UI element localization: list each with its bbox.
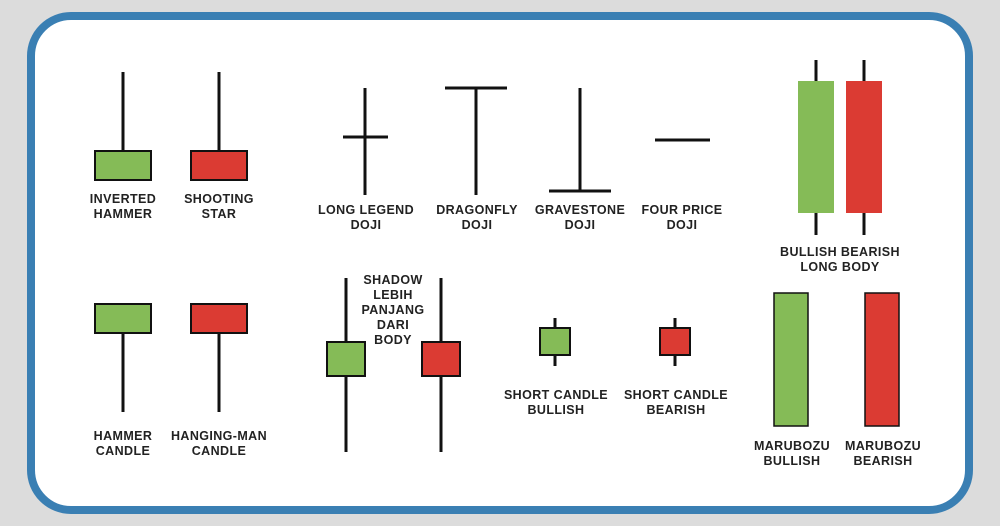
bearish-body: [846, 81, 882, 213]
label-line: MARUBOZU: [753, 439, 831, 453]
label-line: HAMMER: [93, 429, 153, 443]
label-line: DOJI: [666, 218, 698, 232]
label-line: SHORT CANDLE: [503, 388, 609, 402]
hammer-candle-label: HAMMER CANDLE: [94, 429, 153, 459]
bearish-body: [190, 150, 248, 181]
inverted-hammer-candle: [94, 72, 152, 181]
label-line: CANDLE: [95, 444, 151, 458]
short-candle-bullish: [539, 318, 571, 366]
label-line: MARUBOZU: [844, 439, 922, 453]
gravestone-doji-label: GRAVESTONE DOJI: [535, 203, 625, 233]
label-line: GRAVESTONE: [534, 203, 626, 217]
bullish-body: [94, 303, 152, 334]
label-line: LEBIH: [373, 288, 413, 302]
long-legend-doji-candle: [343, 88, 388, 195]
label-line: DARI: [376, 318, 410, 332]
gravestone-doji-candle: [549, 88, 611, 193]
label-line: BULLISH: [527, 403, 585, 417]
marubozu-bullish-candle: [773, 292, 809, 427]
label-line: LONG BODY: [800, 260, 880, 274]
bearish-body: [190, 303, 248, 334]
bullish-long-body-candle: [798, 60, 834, 235]
bullish-body: [94, 150, 152, 181]
bearish-body: [864, 292, 900, 427]
label-line: SHORT CANDLE: [623, 388, 729, 402]
bullish-body: [773, 292, 809, 427]
marubozu-bearish-candle: [864, 292, 900, 427]
dragonfly-doji-candle: [445, 86, 507, 195]
label-line: BEARISH: [853, 454, 913, 468]
short-candle-bearish-label: SHORT CANDLE BEARISH: [624, 388, 728, 418]
bullish-body: [326, 341, 366, 377]
hanging-man-candle: [190, 303, 248, 412]
label-line: BODY: [374, 333, 412, 347]
long-shadow-bearish-candle: [421, 278, 461, 452]
four-price-doji-label: FOUR PRICE DOJI: [641, 203, 722, 233]
label-line: STAR: [201, 207, 237, 221]
label-line: BULLISH BEARISH: [780, 245, 900, 259]
bullish-body: [539, 327, 571, 356]
label-line: FOUR PRICE: [641, 203, 723, 217]
label-line: INVERTED: [89, 192, 157, 206]
label-line: LONG LEGEND: [317, 203, 415, 217]
long-legend-doji-label: LONG LEGEND DOJI: [318, 203, 414, 233]
bullish-body: [798, 81, 834, 213]
shooting-star-label: SHOOTING STAR: [184, 192, 254, 222]
bearish-long-body-candle: [846, 60, 882, 235]
label-line: PANJANG: [361, 303, 425, 317]
label-line: BEARISH: [646, 403, 706, 417]
marubozu-bullish-label: MARUBOZU BULLISH: [754, 439, 830, 469]
label-line: DOJI: [461, 218, 493, 232]
bearish-body: [659, 327, 691, 356]
hammer-candle: [94, 303, 152, 412]
bullish-bearish-long-body-label: BULLISH BEARISH LONG BODY: [780, 245, 900, 275]
short-candle-bearish: [659, 318, 691, 366]
label-line: DOJI: [564, 218, 596, 232]
label-line: SHADOW: [363, 273, 423, 287]
label-line: CANDLE: [191, 444, 247, 458]
short-candle-bullish-label: SHORT CANDLE BULLISH: [504, 388, 608, 418]
label-line: HANGING-MAN: [170, 429, 268, 443]
label-line: SHOOTING: [184, 192, 254, 206]
label-line: BULLISH: [763, 454, 821, 468]
rounded-frame: [27, 12, 973, 514]
long-shadow-bullish-candle: [326, 278, 366, 452]
label-line: HAMMER: [93, 207, 153, 221]
dragonfly-doji-label: DRAGONFLY DOJI: [436, 203, 518, 233]
shooting-star-candle: [190, 72, 248, 181]
marubozu-bearish-label: MARUBOZU BEARISH: [845, 439, 921, 469]
shadow-lebih-panjang-label: SHADOW LEBIH PANJANG DARI BODY: [362, 273, 425, 348]
inverted-hammer-label: INVERTED HAMMER: [90, 192, 156, 222]
label-line: DOJI: [350, 218, 382, 232]
hanging-man-candle-label: HANGING-MAN CANDLE: [171, 429, 267, 459]
bearish-body: [421, 341, 461, 377]
label-line: DRAGONFLY: [436, 203, 518, 217]
